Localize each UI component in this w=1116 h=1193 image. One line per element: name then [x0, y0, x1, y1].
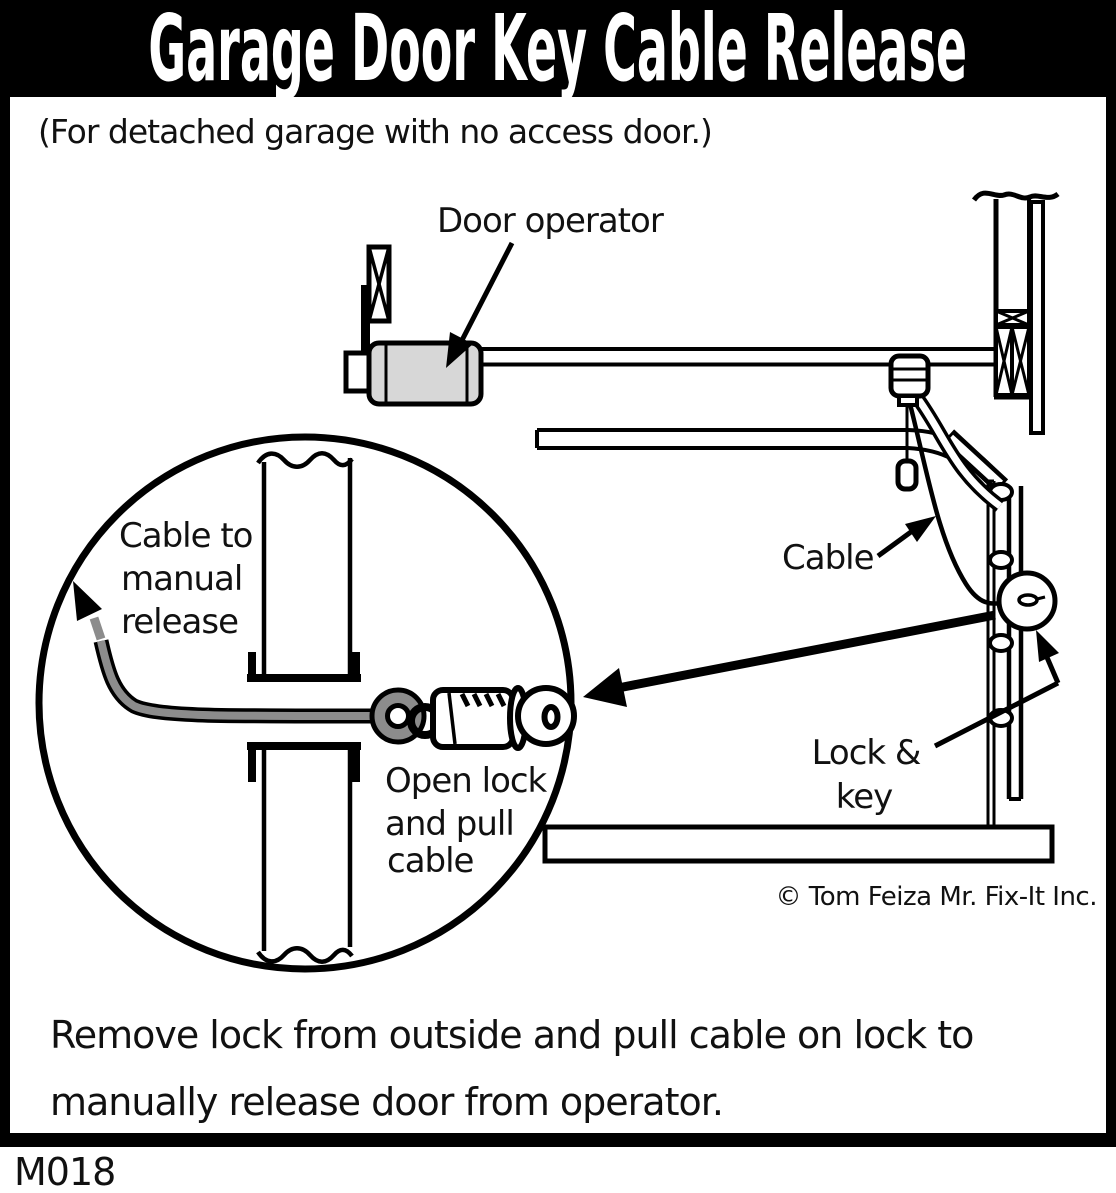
inset-lock-brackets [247, 652, 361, 782]
inset-open-lock-label-line2: and pull [385, 804, 514, 844]
instruction-text: Remove lock from outside and pull cable … [50, 1002, 1070, 1135]
cable-label: Cable [782, 538, 874, 578]
floor [542, 824, 1055, 864]
door-lock [996, 570, 1058, 632]
inset-cable-release-label-line1: Cable to [119, 516, 252, 556]
instruction-line1: Remove lock from outside and pull cable … [50, 1013, 974, 1057]
door-operator-unit [343, 244, 484, 407]
title-banner: Garage Door Key Cable Release [0, 0, 1116, 97]
copyright: © Tom Feiza Mr. Fix-It Inc. [776, 882, 1097, 912]
lock-key-label-line1: Lock & [812, 733, 921, 773]
page-title: Garage Door Key Cable Release [148, 0, 968, 102]
lock-key-label-line2: key [836, 777, 893, 817]
inset-detail: Cable to manual release Open lock and pu… [35, 433, 577, 973]
inset-door-stile [256, 451, 354, 964]
door-operator-callout: Door operator [437, 201, 665, 368]
garage-door-edge [986, 479, 1014, 826]
lock-key-callout: Lock & key [812, 630, 1061, 817]
garage-wall [971, 190, 1060, 435]
magnify-arrow [583, 610, 996, 707]
inset-cable-release-label-line3: release [121, 602, 238, 642]
cable-callout: Cable [782, 516, 936, 578]
trolley [888, 353, 931, 407]
figure-code: M018 [14, 1150, 116, 1193]
inset-lock-cylinder [407, 685, 577, 751]
inset-open-lock-label-line1: Open lock [385, 761, 548, 801]
instruction-line2: manually release door from operator. [50, 1079, 724, 1124]
door-operator-label: Door operator [437, 201, 664, 241]
release-cord [895, 405, 919, 492]
subtitle: (For detached garage with no access door… [38, 112, 713, 151]
inset-cable-release-label-line2: manual [121, 559, 242, 599]
door-arm [910, 391, 1005, 512]
inset-open-lock-label-line3: cable [387, 841, 474, 881]
release-cable [906, 399, 1003, 606]
inset-cable [73, 581, 427, 745]
door-track [535, 428, 1024, 801]
